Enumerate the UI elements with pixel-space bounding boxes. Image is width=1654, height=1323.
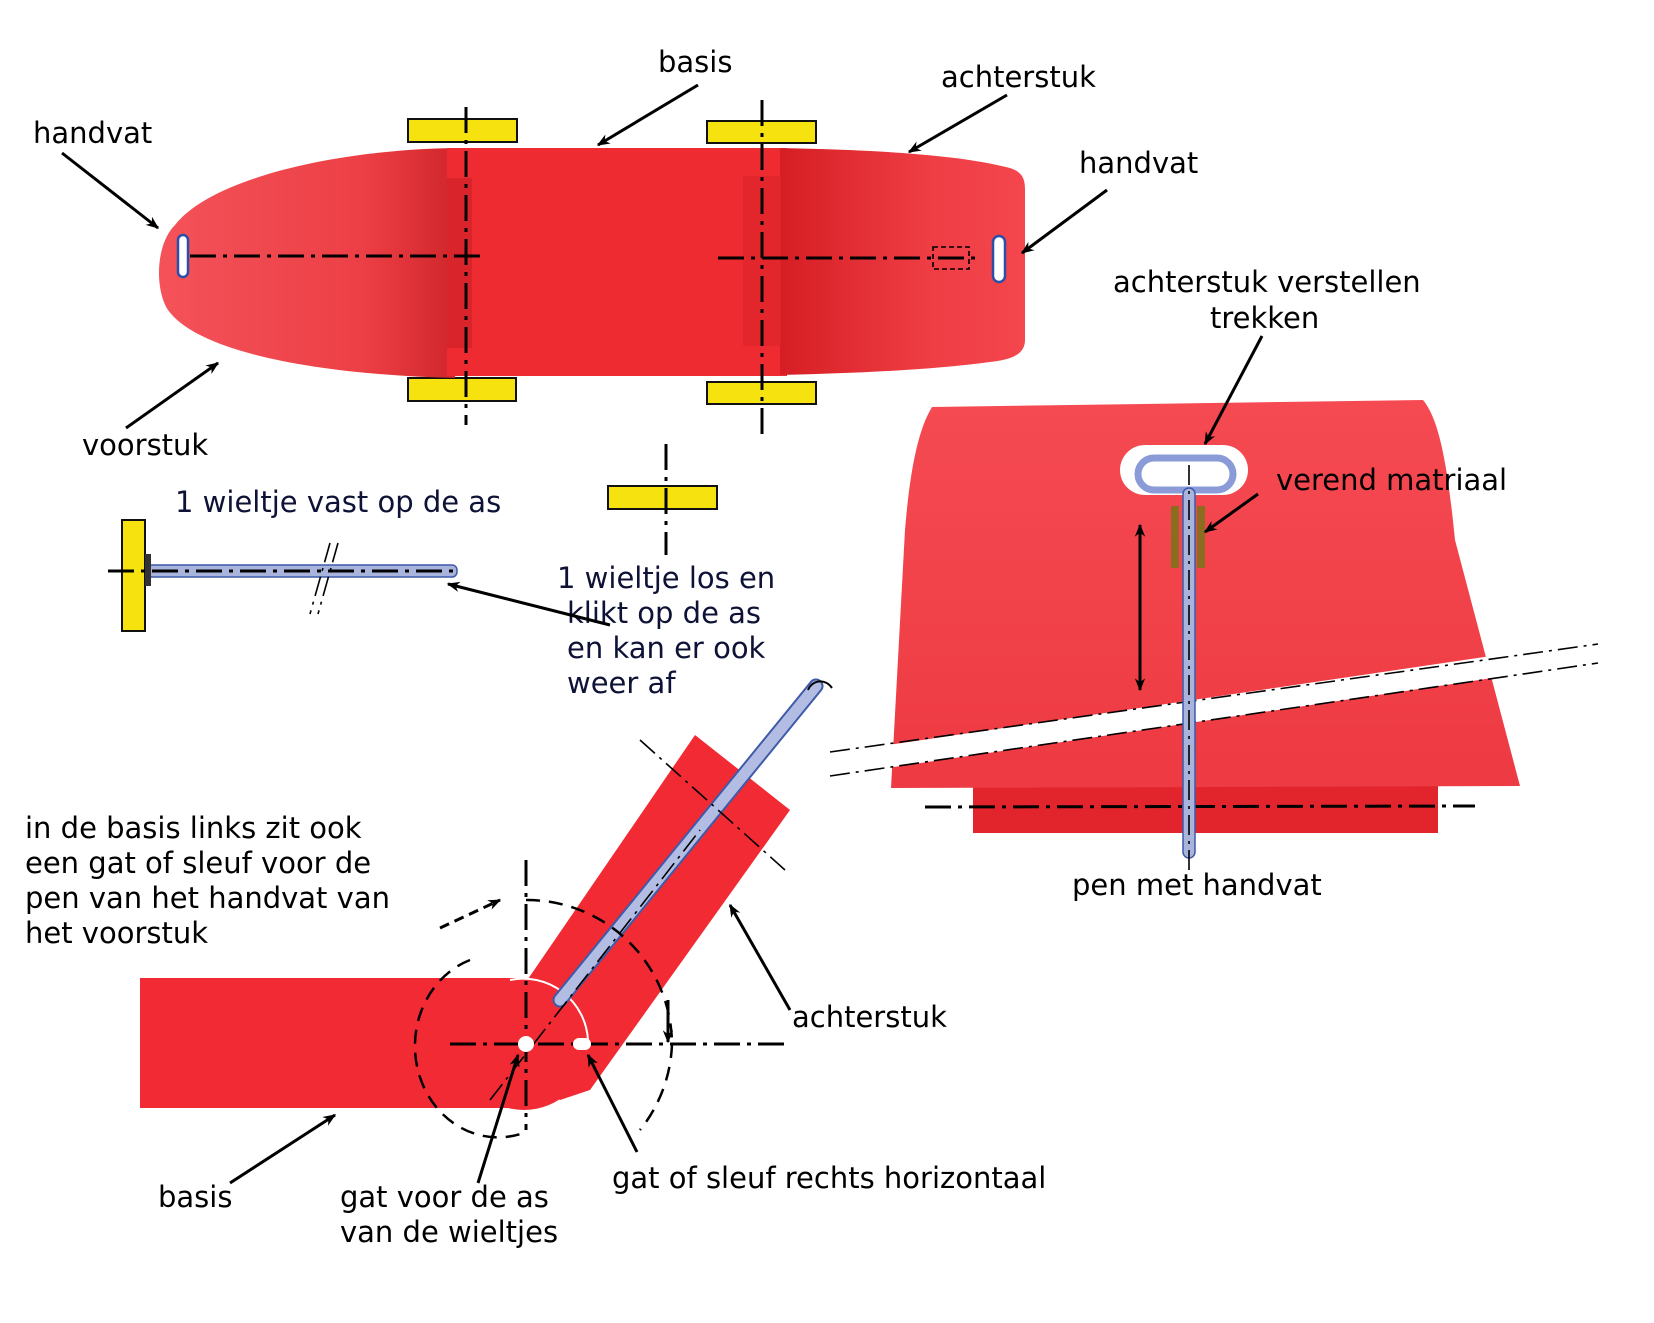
adjust-handle <box>1134 454 1237 494</box>
label-side-achterstuk: achterstuk <box>792 1000 947 1034</box>
front-piece <box>158 148 455 378</box>
arrow-loose-wheel <box>446 581 611 627</box>
label-loose-wheel-line-4: weer af <box>567 666 676 700</box>
label-axle-hole-line-1: gat voor de as <box>340 1180 549 1214</box>
front-handle-slot <box>176 233 190 279</box>
label-side-basis: basis <box>158 1180 232 1214</box>
axle-break-2 <box>317 542 339 615</box>
label-handvat-right: handvat <box>1079 146 1198 180</box>
arrow-adjust <box>1203 335 1264 446</box>
arrow-slot <box>586 1053 639 1153</box>
label-slot: gat of sleuf rechts horizontaal <box>612 1161 1046 1195</box>
arrow-voorstuk <box>125 361 220 430</box>
label-side-note-line-2: een gat of sleuf voor de <box>25 846 371 880</box>
base-piece <box>447 148 787 376</box>
loose-wheel <box>607 485 718 510</box>
label-basis-top: basis <box>658 45 732 79</box>
label-axle-hole: gat voor de as van de wieltjes <box>340 1180 558 1249</box>
arrow-rotation-top <box>439 898 502 930</box>
axle-detail: 1 wieltje vast op de as 1 wieltje los en… <box>108 444 784 700</box>
label-adjust: achterstuk verstellen trekken <box>1113 265 1430 335</box>
label-loose-wheel-line-3: en kan er ook <box>567 631 766 665</box>
side-axle-hole <box>518 1036 534 1052</box>
axle-collar <box>145 554 151 586</box>
rear-piece <box>780 148 1025 375</box>
label-loose-wheel: 1 wieltje los en klikt op de as en kan e… <box>557 561 784 700</box>
arrow-handvat-right <box>1020 188 1108 255</box>
spring-material-right <box>1197 506 1205 568</box>
axle-break-1 <box>309 542 331 615</box>
label-adjust-line-2: trekken <box>1210 301 1319 335</box>
arrow-side-achterstuk <box>728 903 792 1011</box>
side-arm-axis <box>489 829 701 1101</box>
label-side-note-line-1: in de basis links zit ook <box>25 811 362 845</box>
wheel-front-bottom <box>407 377 517 402</box>
label-axle-hole-line-2: van de wieltjes <box>340 1215 558 1249</box>
side-slot <box>573 1038 591 1050</box>
wheel-front-top <box>407 118 518 143</box>
label-side-note-line-3: pen van het handvat van <box>25 881 390 915</box>
label-side-note-line-4: het voorstuk <box>25 916 208 950</box>
side-arm-cross <box>639 739 786 871</box>
arrow-axle-hole <box>476 1053 520 1184</box>
spring-material <box>1171 506 1179 568</box>
rear-view-break-band <box>820 640 1600 778</box>
top-view: handvat basis achterstuk handvat voorstu… <box>33 45 1198 462</box>
side-pin-fill <box>554 680 822 1006</box>
side-pin-hook <box>807 680 833 691</box>
break-line-top <box>829 643 1599 753</box>
label-handvat-left: handvat <box>33 116 152 150</box>
arrow-side-basis <box>229 1113 337 1185</box>
rear-view: achterstuk verstellen trekken verend mat… <box>820 265 1600 902</box>
label-loose-wheel-line-1: 1 wieltje los en <box>557 561 775 595</box>
side-view: in de basis links zit ook een gat of sle… <box>25 678 1046 1249</box>
rear-handle-slot <box>991 234 1007 284</box>
label-side-note: in de basis links zit ook een gat of sle… <box>25 811 399 950</box>
break-line-bottom <box>829 662 1599 777</box>
rear-view-centerline <box>924 804 1476 809</box>
side-swing-circle <box>413 958 527 1139</box>
label-loose-wheel-line-2: klikt op de as <box>567 596 761 630</box>
label-fixed-wheel: 1 wieltje vast op de as <box>175 485 501 519</box>
label-voorstuk: voorstuk <box>82 428 208 462</box>
label-achterstuk-top: achterstuk <box>941 60 1096 94</box>
base-notch-left-inner <box>447 178 472 348</box>
arrow-basis-top <box>596 83 699 147</box>
label-adjust-line-1: achterstuk verstellen <box>1113 265 1421 299</box>
arrow-spring <box>1203 492 1259 534</box>
label-spring: verend matriaal <box>1276 463 1507 497</box>
rear-latch-outline <box>932 246 970 270</box>
arrow-achterstuk-top <box>907 93 1008 154</box>
side-rotation-arc-lower <box>639 1043 674 1131</box>
label-pin: pen met handvat <box>1072 868 1322 902</box>
fixed-wheel <box>121 519 146 632</box>
arrow-handvat-left <box>61 151 160 230</box>
